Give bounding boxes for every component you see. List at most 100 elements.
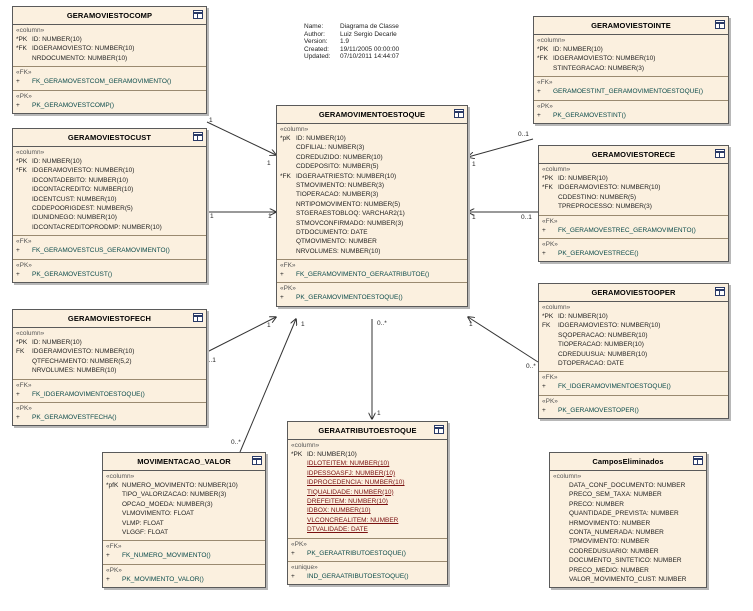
table-row[interactable]: HRMOVIMENTO: NUMBER	[553, 519, 703, 528]
table-row[interactable]: CDFILIAL: NUMBER(3)	[280, 143, 464, 152]
table-row[interactable]: IDCENTCUST: NUMBER(10)	[16, 195, 203, 204]
table-row[interactable]: VLCONCREALITEM: NUMBER	[291, 516, 444, 525]
table-row[interactable]: STMOVCONFIRMADO: NUMBER(3)	[280, 219, 464, 228]
table-row[interactable]: PRECO_SEM_TAXA: NUMBER	[553, 490, 703, 499]
table-row[interactable]: DREFEITEM: NUMBER(10)	[291, 497, 444, 506]
table-row[interactable]: QTMOVIMENTO: NUMBER	[280, 237, 464, 246]
table-row[interactable]: STMOVIMENTO: NUMBER(3)	[280, 181, 464, 190]
table-row[interactable]: CODREDUSUARIO: NUMBER	[553, 547, 703, 556]
table-row[interactable]: +PK_GERAATRIBUTOESTOQUE()	[291, 549, 444, 558]
table-row[interactable]: +PK_GERAMOVESTCOMP()	[16, 101, 203, 110]
table-row[interactable]: IDLOTEITEM: NUMBER(10)	[291, 459, 444, 468]
table-row[interactable]: NRDOCUMENTO: NUMBER(10)	[16, 54, 203, 63]
table-row[interactable]: +FK_GERAMOVESTCUS_GERAMOVIMENTO()	[16, 246, 203, 255]
table-row[interactable]: DTDOCUMENTO: DATE	[280, 228, 464, 237]
table-row[interactable]: PRECO_MEDIO: NUMBER	[553, 566, 703, 575]
table-row[interactable]: DTVALIDADE: DATE	[291, 525, 444, 534]
table-row[interactable]: +FK_GERAMOVESTCOM_GERAMOVIMENTO()	[16, 77, 203, 86]
table-row[interactable]: +FK_NUMERO_MOVIMENTO()	[106, 551, 262, 560]
table-row[interactable]: VLGGF: FLOAT	[106, 528, 262, 537]
table-row[interactable]: +PK_GERAMOVESTRECE()	[542, 249, 725, 258]
table-row[interactable]: VLMOVIMENTO: FLOAT	[106, 509, 262, 518]
table-row[interactable]: TIOPERACAO: NUMBER(3)	[280, 190, 464, 199]
table-row[interactable]: IDUNIDNEGO: NUMBER(10)	[16, 213, 203, 222]
table-row[interactable]: CDDEPOORIGDEST: NUMBER(5)	[16, 204, 203, 213]
table-row[interactable]: QUANTIDADE_PREVISTA: NUMBER	[553, 509, 703, 518]
section-stereotype: «PK»	[106, 566, 122, 574]
table-row[interactable]: +PK_GERAMOVIMENTOESTOQUE()	[280, 293, 464, 302]
table-row[interactable]: VLMP: FLOAT	[106, 519, 262, 528]
table-row[interactable]: IDCONTADEBITO: NUMBER(10)	[16, 176, 203, 185]
row-text: PK_GERAMOVESTRECE()	[558, 249, 639, 257]
table-row[interactable]: CONTA_NUMERADA: NUMBER	[553, 528, 703, 537]
table-row[interactable]: QTFECHAMENTO: NUMBER(5,2)	[16, 357, 203, 366]
table-row[interactable]: +PK_GERAMOVESTINT()	[537, 111, 725, 120]
table-row[interactable]: NRVOLUMES: NUMBER(10)	[16, 366, 203, 375]
table-row[interactable]: CDREDUZIDO: NUMBER(10)	[280, 153, 464, 162]
table-row[interactable]: CDDEPOSITO: NUMBER(5)	[280, 162, 464, 171]
table-row[interactable]: +FK_IDGERAMOVIMENTOESTOQUE()	[542, 382, 725, 391]
table-row[interactable]: TIPO_VALORIZACAO: NUMBER(3)	[106, 490, 262, 499]
table-row[interactable]: TPMOVIMENTO: NUMBER	[553, 537, 703, 546]
table-row[interactable]: +PK_GERAMOVESTFECHA()	[16, 413, 203, 422]
table-row[interactable]: VALOR_MOVIMENTO_CUST: NUMBER	[553, 575, 703, 584]
table-row[interactable]: IDCONTACREDITOPRODMP: NUMBER(10)	[16, 223, 203, 232]
table-row[interactable]: NRVOLUMES: NUMBER(10)	[280, 247, 464, 256]
row-text: TIOPERACAO: NUMBER(3)	[296, 191, 379, 199]
table-row[interactable]: OPCAO_MOEDA: NUMBER(3)	[106, 500, 262, 509]
table-row[interactable]: SQOPERACAO: NUMBER(10)	[542, 331, 725, 340]
table-row[interactable]: IDPESSOASFJ: NUMBER(10)	[291, 469, 444, 478]
table-row[interactable]: STGERAESTOBLOQ: VARCHAR2(1)	[280, 209, 464, 218]
table-row[interactable]: TIQUALIDADE: NUMBER(10)	[291, 488, 444, 497]
table-row[interactable]: PRECO: NUMBER	[553, 500, 703, 509]
table-camposeliminados[interactable]: CamposEliminados«column»DATA_CONF_DOCUME…	[549, 452, 707, 589]
table-row[interactable]: TPREPROCESSO: NUMBER(3)	[542, 202, 725, 211]
table-row[interactable]: CDREDUUSUA: NUMBER(10)	[542, 350, 725, 359]
table-row[interactable]: +GERAMOESTINT_GERAMOVIMENTOESTOQUE()	[537, 87, 725, 96]
table-row[interactable]: +FK_IDGERAMOVIMENTOESTOQUE()	[16, 390, 203, 399]
table-row[interactable]: +FK_GERAMOVIMENTO_GERAATRIBUTOE()	[280, 270, 464, 279]
table-row[interactable]: +PK_GERAMOVESTCUST()	[16, 270, 203, 279]
table-row[interactable]: DATA_CONF_DOCUMENTO: NUMBER	[553, 481, 703, 490]
diagram-info-value: Luiz Sergio Decarle	[340, 30, 397, 38]
table-row[interactable]: +PK_GERAMOVESTOPER()	[542, 406, 725, 415]
table-row[interactable]: DTOPERACAO: DATE	[542, 359, 725, 368]
table-row[interactable]: CDDESTINO: NUMBER(5)	[542, 193, 725, 202]
table-row[interactable]: IDBOX: NUMBER(10)	[291, 506, 444, 515]
table-row[interactable]: +IND_GERAATRIBUTOESTOQUE()	[291, 572, 444, 581]
table-row[interactable]: DOCUMENTO_SINTETICO: NUMBER	[553, 556, 703, 565]
table-row[interactable]: STINTEGRACAO: NUMBER(3)	[537, 64, 725, 73]
table-row[interactable]: +FK_GERAMOVESTREC_GERAMOVIMENTO()	[542, 226, 725, 235]
table-row[interactable]: IDCONTACREDITO: NUMBER(10)	[16, 185, 203, 194]
table-row[interactable]: IDPROCEDENCIA: NUMBER(10)	[291, 478, 444, 487]
table-icon	[454, 109, 464, 118]
table-row[interactable]: +PK_MOVIMENTO_VALOR()	[106, 575, 262, 584]
table-row[interactable]: TIOPERACAO: NUMBER(10)	[542, 340, 725, 349]
table-row[interactable]: NRTIPOMOVIMENTO: NUMBER(5)	[280, 200, 464, 209]
